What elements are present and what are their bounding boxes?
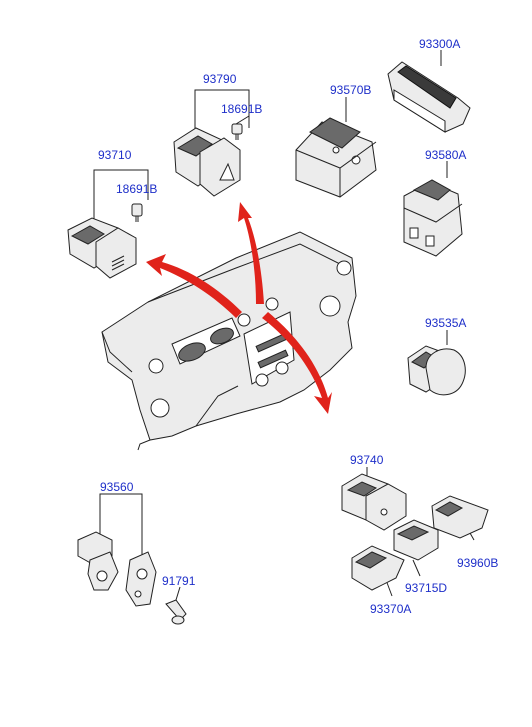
part-93710-defrost-switch <box>67 217 137 279</box>
label-93715d: 93715D <box>405 581 448 595</box>
part-93560-door-switches <box>77 531 157 607</box>
part-93535a-switch <box>407 345 466 396</box>
label-18691b-top: 18691B <box>221 102 263 116</box>
part-93960b-switch <box>431 495 489 539</box>
part-93790-hazard-switch <box>173 127 241 197</box>
label-18691b-left: 18691B <box>116 182 158 196</box>
part-93300a-bezel <box>387 61 471 133</box>
indicator-arrows <box>146 202 332 414</box>
part-93570b-switch <box>295 117 377 198</box>
leader-93560 <box>99 493 143 555</box>
label-93535a: 93535A <box>425 316 467 330</box>
leader-91791 <box>175 586 181 601</box>
part-93740-switch <box>341 473 407 531</box>
label-93740: 93740 <box>350 453 384 467</box>
label-91791: 91791 <box>162 574 196 588</box>
arrow-to-93710 <box>146 254 242 318</box>
arrow-to-93790 <box>238 202 264 304</box>
part-18691b-bulb-top <box>231 123 243 140</box>
label-93300a: 93300A <box>419 37 461 51</box>
part-18691b-bulb-left <box>131 203 143 222</box>
label-93370a: 93370A <box>370 602 412 616</box>
arrow-down-right <box>262 312 332 414</box>
label-93570b: 93570B <box>330 83 372 97</box>
label-93580a: 93580A <box>425 148 467 162</box>
leader-93715d <box>412 559 421 577</box>
label-93790: 93790 <box>203 72 237 86</box>
label-93560: 93560 <box>100 480 134 494</box>
leader-18691b-top <box>235 115 250 125</box>
part-91791-screw <box>165 599 187 625</box>
label-93710: 93710 <box>98 148 132 162</box>
leader-93790 <box>194 89 250 128</box>
leader-93710 <box>93 169 149 205</box>
label-93960b: 93960B <box>457 556 499 570</box>
part-93580a-switch <box>403 179 463 257</box>
dashboard-illustration <box>101 231 357 451</box>
part-93370a-switch <box>351 545 405 591</box>
part-93715d-switch <box>393 519 439 561</box>
